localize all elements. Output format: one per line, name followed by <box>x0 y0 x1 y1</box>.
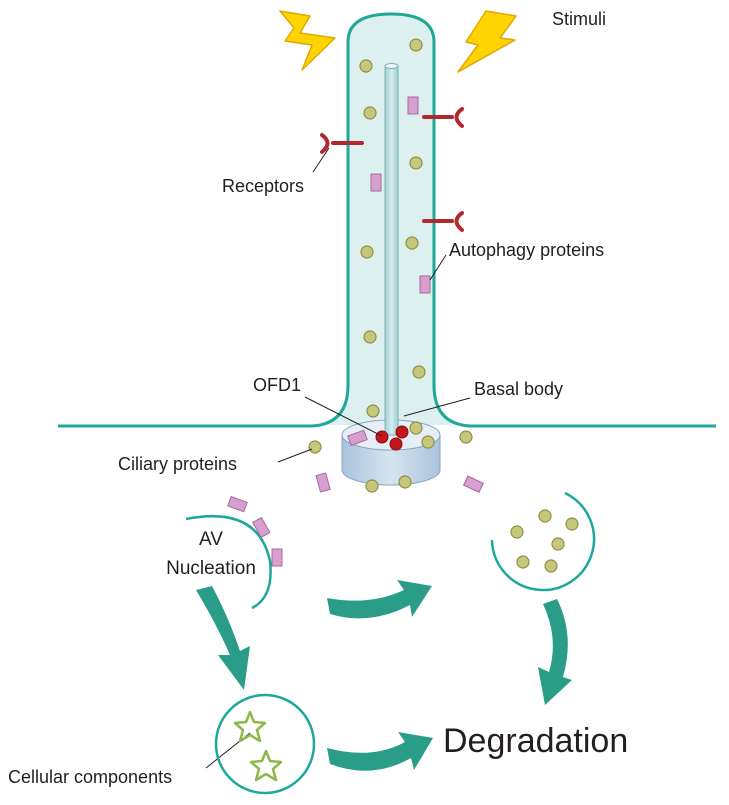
cellular-components-label: Cellular components <box>8 767 172 787</box>
vesicle-dot <box>409 421 423 435</box>
vesicle-dot <box>409 156 423 170</box>
curved-arrow-icon <box>327 580 432 619</box>
receptor-icon <box>422 107 464 128</box>
phagophore <box>185 495 283 610</box>
curved-arrow-icon <box>538 599 572 705</box>
axoneme <box>384 63 399 436</box>
autophagy-leader <box>429 254 447 281</box>
curved-arrow-icon <box>196 586 250 690</box>
lightning-icon <box>279 10 336 71</box>
ciliary-proteins-label: Ciliary proteins <box>118 454 237 474</box>
vesicle-dot <box>398 475 412 489</box>
cilium-vesicles <box>308 38 473 493</box>
protein-block <box>347 429 368 447</box>
vesicle-dot <box>363 106 377 120</box>
vesicle-dot <box>421 435 435 449</box>
vesicle-dot <box>409 38 423 52</box>
vesicle-dot <box>363 330 377 344</box>
autophagy-protein-blocks <box>315 96 484 493</box>
basal-body-label: Basal body <box>474 379 563 399</box>
protein-block <box>419 275 431 294</box>
receptor-icon <box>422 211 464 232</box>
vesicle-dot <box>359 59 373 73</box>
autophagy-proteins-label: Autophagy proteins <box>449 240 604 260</box>
receptor-icon <box>320 133 364 154</box>
autophagosome <box>490 491 596 592</box>
vesicle-dot <box>365 479 379 493</box>
vesicle-dot <box>412 365 426 379</box>
vesicle-dot <box>405 236 419 250</box>
vesicle-dot <box>366 404 380 418</box>
nucleation-label: Nucleation <box>166 558 256 579</box>
star-icon <box>249 749 283 782</box>
ofd1-label: OFD1 <box>253 375 301 395</box>
receptors-leader <box>312 147 330 173</box>
lightning-icon <box>457 10 517 73</box>
av-label: AV <box>199 529 223 550</box>
star-icon <box>233 710 267 743</box>
vesicle-dot <box>308 440 322 454</box>
receptors-label: Receptors <box>222 176 304 196</box>
curved-arrow-icon <box>327 732 433 771</box>
basal-body-leader <box>403 397 471 417</box>
protein-block <box>315 472 331 493</box>
protein-block <box>407 96 419 115</box>
stimuli-label: Stimuli <box>552 9 606 29</box>
degradation-label: Degradation <box>443 722 628 760</box>
ciliary-leader <box>277 448 313 463</box>
vesicle-dot <box>360 245 374 259</box>
ofd1-leader <box>304 396 383 437</box>
protein-block <box>370 173 382 192</box>
protein-block <box>462 475 484 493</box>
cellular-component-vesicle <box>214 693 316 795</box>
vesicle-dot <box>459 430 473 444</box>
